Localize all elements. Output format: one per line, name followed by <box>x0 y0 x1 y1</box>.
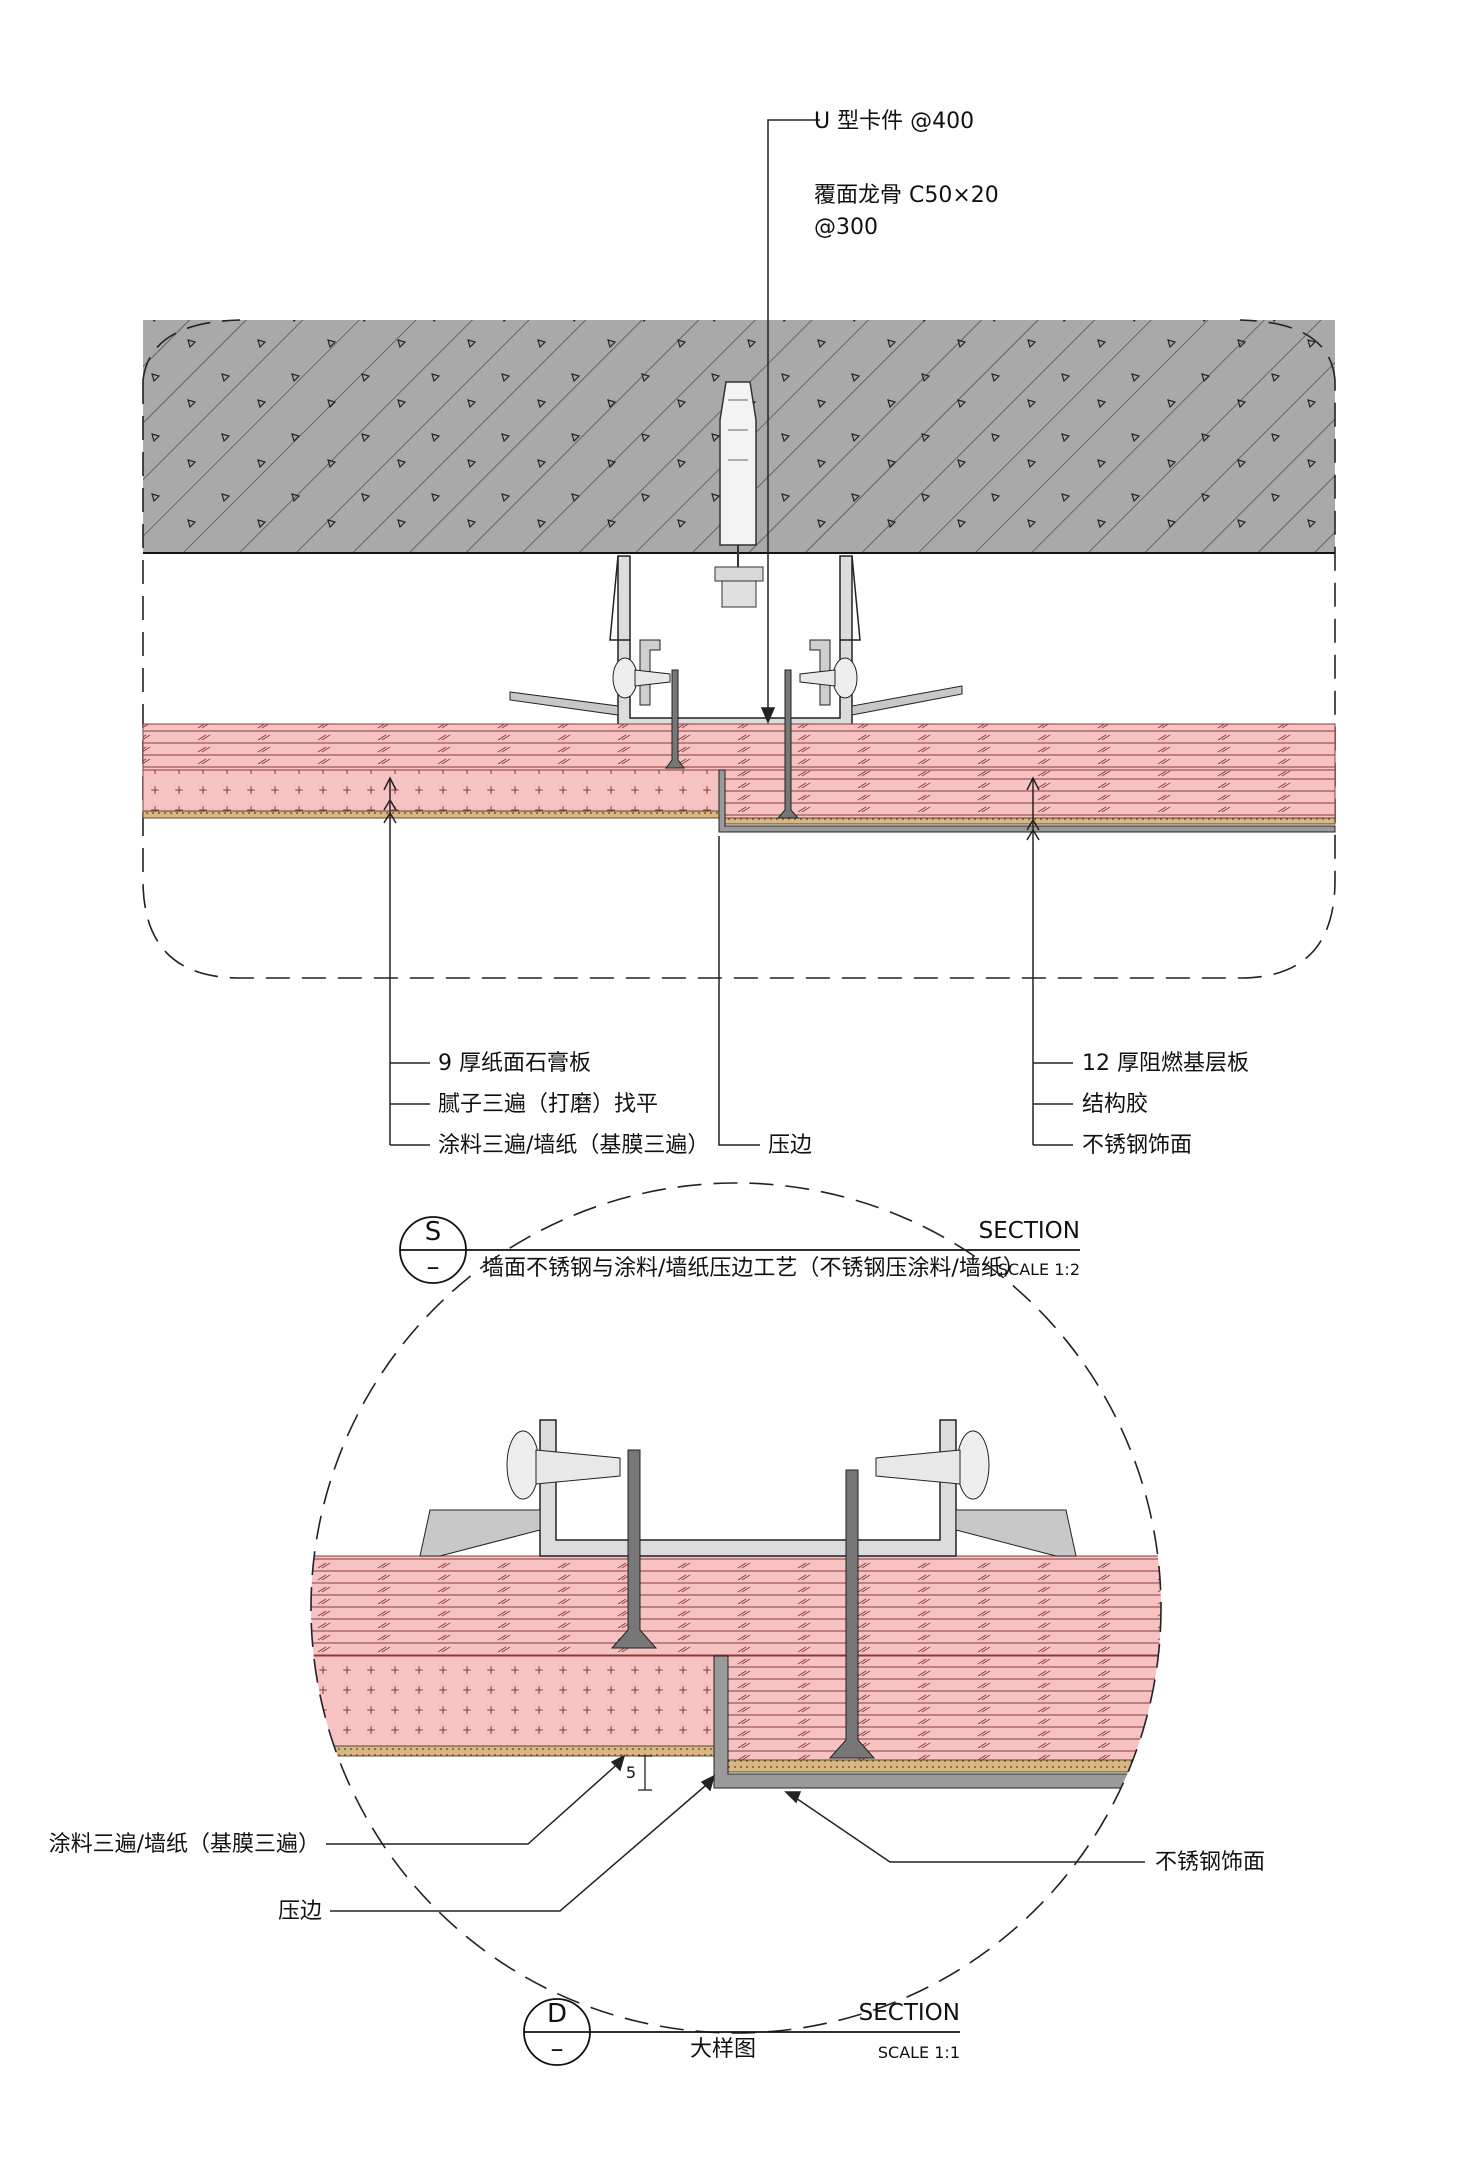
callout-coating: 涂料三遍/墙纸（基膜三遍） <box>438 1133 709 1158</box>
glue-layer-right <box>718 817 1336 825</box>
title-s-title: 墙面不锈钢与涂料/墙纸压边工艺（不锈钢压涂料/墙纸） <box>482 1256 1025 1281</box>
callout-keel: 覆面龙骨 C50×20 <box>814 183 999 208</box>
callout-steel: 不锈钢饰面 <box>1082 1133 1192 1158</box>
title-s-heading: SECTION <box>979 1218 1080 1244</box>
detail-coating <box>311 1745 726 1757</box>
detail-boundary <box>142 380 1336 979</box>
detail-circle-boundary <box>310 1182 1162 2034</box>
callout-putty: 腻子三遍（打磨）找平 <box>438 1092 658 1117</box>
title-block-d: D – SECTION 大样图 SCALE 1:1 <box>523 1998 960 2066</box>
detail-gypsum <box>311 1655 726 1747</box>
detail-leaders <box>326 1754 1145 1912</box>
detail-fr-board <box>311 1555 1161 1657</box>
dimension-5 <box>638 1755 652 1791</box>
title-s-scale: SCALE 1:2 <box>998 1260 1080 1279</box>
title-d-title: 大样图 <box>690 2037 756 2062</box>
detail-glue <box>724 1759 1161 1773</box>
title-s-symbol: S <box>425 1217 442 1247</box>
coating-layer-left <box>142 810 720 819</box>
callout-gypsum: 9 厚纸面石膏板 <box>438 1051 591 1076</box>
detail-callout-steel: 不锈钢饰面 <box>1155 1850 1265 1875</box>
title-d-scale: SCALE 1:1 <box>878 2043 960 2062</box>
clip-screws <box>612 657 858 699</box>
section-d: 5 涂料三遍/墙纸（基膜三遍） 压边 不锈钢饰面 D – SECTION 大样图… <box>49 1182 1265 2066</box>
detail-fr-board-right <box>724 1655 1161 1761</box>
detail-callout-coating: 涂料三遍/墙纸（基膜三遍） <box>49 1832 320 1857</box>
section-s: U 型卡件 @400 覆面龙骨 C50×20 @300 9 厚纸面石膏板 腻子三… <box>142 109 1336 1284</box>
leader-lines <box>383 119 1073 1146</box>
callout-clip: U 型卡件 @400 <box>814 109 974 134</box>
detail-callout-trim: 压边 <box>278 1899 322 1924</box>
stainless-trim <box>718 769 1336 833</box>
dimension-5-label: 5 <box>626 1763 636 1782</box>
title-d-heading: SECTION <box>859 2000 960 2026</box>
fire-retardant-board <box>142 723 1336 771</box>
callout-fr-board: 12 厚阻燃基层板 <box>1082 1051 1249 1076</box>
title-block-s: S – SECTION 墙面不锈钢与涂料/墙纸压边工艺（不锈钢压涂料/墙纸） S… <box>399 1216 1080 1284</box>
title-s-dash: – <box>427 1252 440 1282</box>
title-d-dash: – <box>551 2034 564 2064</box>
gypsum-board-left <box>142 769 720 812</box>
fire-retardant-board-right <box>718 769 1336 819</box>
callout-glue: 结构胶 <box>1082 1092 1148 1117</box>
u-channel <box>509 555 963 727</box>
callout-trim: 压边 <box>768 1133 812 1158</box>
title-d-symbol: D <box>547 1999 567 2029</box>
anchor-bolt <box>714 381 764 608</box>
board-nails <box>665 669 800 819</box>
callout-keel-spacing: @300 <box>814 215 878 240</box>
